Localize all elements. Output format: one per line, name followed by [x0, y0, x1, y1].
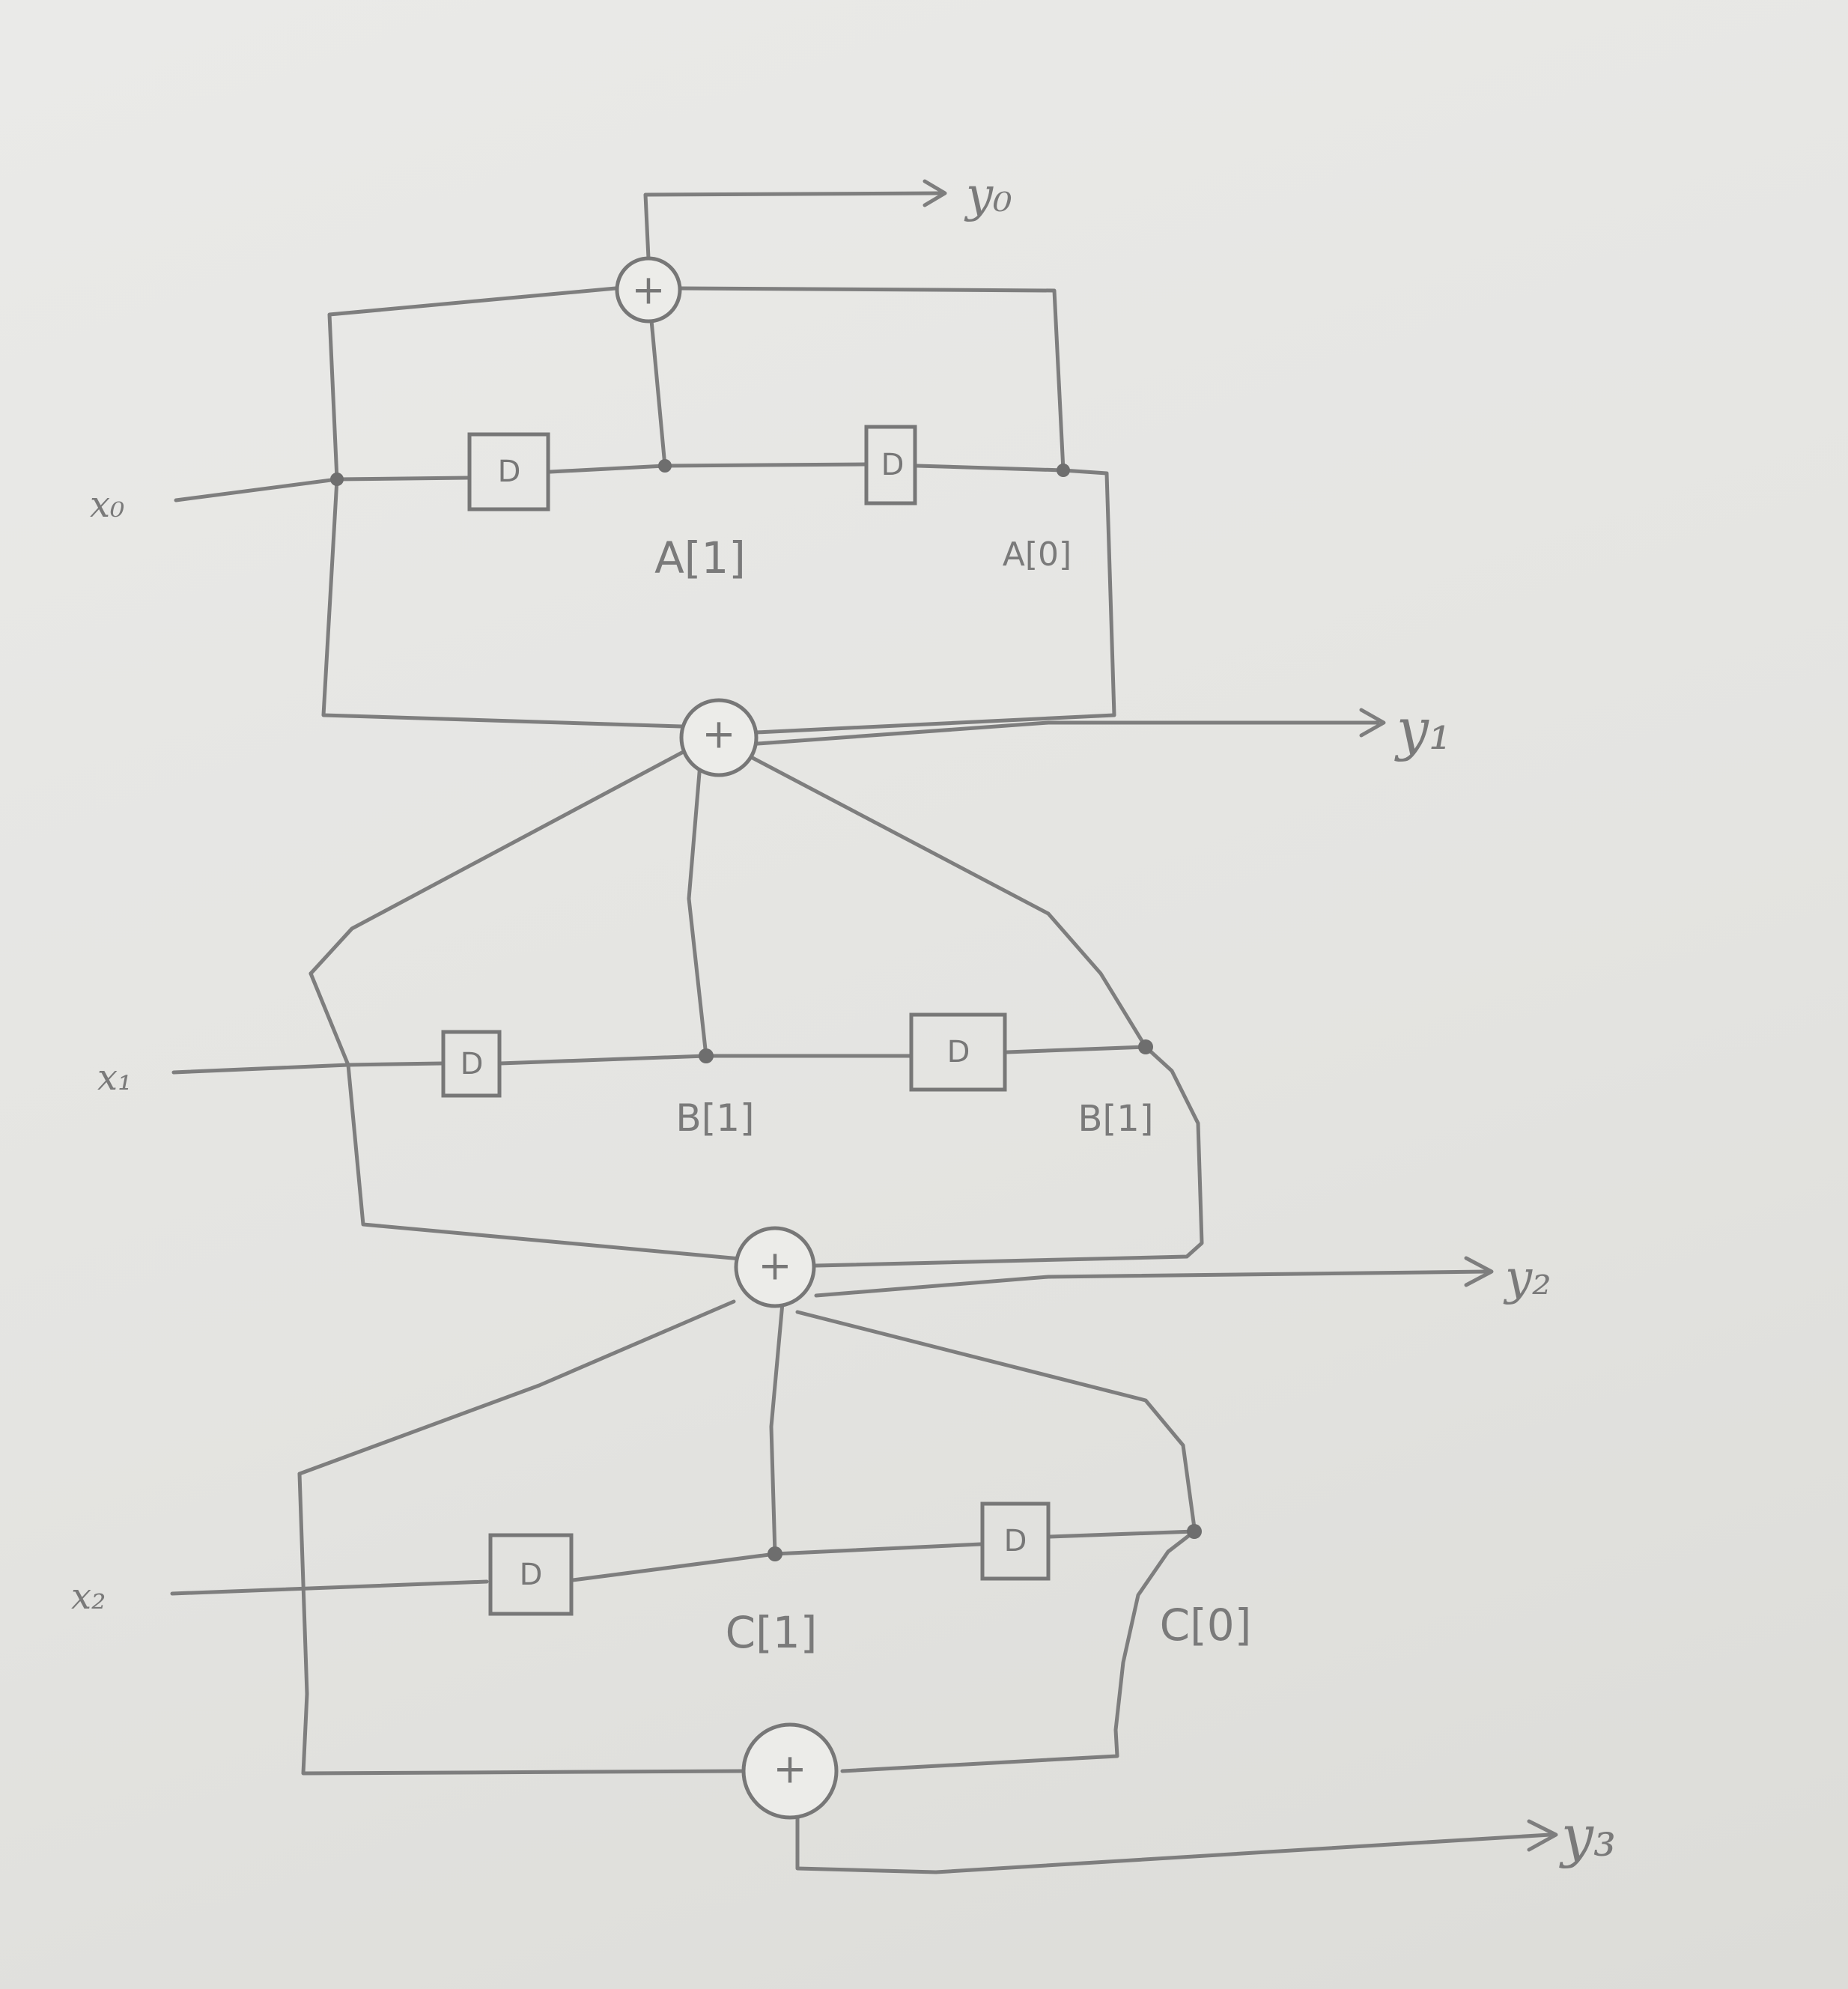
stage-b: [171, 698, 1386, 1268]
node-label-a1: A[1]: [654, 532, 746, 583]
wire-a0-up: [679, 286, 1066, 473]
delay-register-b2: [909, 1012, 1007, 1092]
wire-c0-to-adder4: [840, 1529, 1197, 1773]
stage-a: [174, 179, 1116, 735]
delay-register-b1: [441, 1030, 502, 1098]
node-label-b0: B[1]: [1078, 1098, 1154, 1140]
delay-label-c2: D: [1004, 1524, 1027, 1558]
y2-arrow: [1464, 1256, 1494, 1287]
output-label-y2: y₂: [1503, 1251, 1551, 1306]
delay-register-c1: [488, 1533, 574, 1616]
input-label-x0: x₀: [90, 484, 124, 526]
adder-sign-y0: +: [631, 267, 665, 314]
y0-arrow: [923, 179, 947, 207]
delay-label-c1: D: [520, 1558, 543, 1592]
wire-y0-out: [643, 191, 942, 261]
wire-adder3-mid: [769, 1301, 785, 1556]
labels: D D D D D D + + + + A[1] A[0] B[1] B[1] …: [71, 168, 1616, 1869]
output-label-y3: y₃: [1559, 1803, 1616, 1869]
wire-a-left-bus: [327, 286, 618, 482]
junction-b1: [699, 1048, 714, 1063]
junction-x0: [330, 473, 344, 486]
delay-label-a1: D: [498, 455, 521, 489]
wire-adder2-right: [750, 756, 1148, 1049]
wire-a0-to-adder2: [754, 471, 1116, 735]
wire-c-d2-to-c0: [1048, 1529, 1197, 1539]
wire-y3-out: [795, 1810, 1552, 1874]
junction-a0: [1057, 464, 1070, 477]
delay-register-a2: [864, 425, 917, 505]
adder-y1: [679, 698, 759, 777]
adder-sign-y3: +: [773, 1746, 806, 1793]
input-label-x2: x₂: [71, 1576, 106, 1618]
wire-y2-out: [814, 1269, 1489, 1298]
y3-arrow: [1527, 1819, 1558, 1852]
node-label-a0: A[0]: [1003, 535, 1072, 574]
adder-y3: [741, 1722, 839, 1820]
output-label-y1: y₁: [1394, 696, 1451, 762]
delay-register-c2: [980, 1501, 1051, 1581]
wire-adder2-left: [308, 747, 691, 976]
node-label-b1: B[1]: [675, 1096, 754, 1140]
wire-x2-in: [170, 1579, 489, 1596]
wire-a1-up: [649, 318, 667, 468]
delay-label-b2: D: [947, 1035, 970, 1069]
stage-c: [170, 1226, 1558, 1874]
wire-b-left-bus: [308, 971, 751, 1262]
node-label-c1: C[1]: [726, 1607, 818, 1658]
wire-a-bottom-loop: [321, 477, 684, 729]
wire-y1-out: [756, 720, 1380, 746]
wire-c-left-bus: [297, 1472, 744, 1776]
input-label-x1: x₁: [97, 1057, 132, 1099]
adder-sign-y2: +: [758, 1242, 791, 1290]
junction-c1: [768, 1546, 782, 1561]
delay-label-a2: D: [881, 448, 905, 482]
junction-c0: [1187, 1524, 1202, 1539]
output-label-y0: y₀: [964, 168, 1012, 223]
delay-register-a1: [467, 432, 550, 511]
node-label-c0: C[0]: [1160, 1600, 1252, 1651]
delay-label-b1: D: [461, 1047, 484, 1081]
wire-adder3-right: [795, 1310, 1197, 1530]
wire-adder3-left: [297, 1299, 736, 1476]
adder-y2: [734, 1226, 816, 1308]
wire-b-d2-to-b0: [1005, 1045, 1148, 1054]
adder-sign-y1: +: [702, 711, 735, 758]
wire-x0-in: [174, 476, 470, 502]
wire-a-d2-to-a0: [915, 464, 1109, 476]
wire-adder2-mid: [687, 762, 708, 1058]
wire-a-d1-to-a1: [548, 462, 867, 474]
adder-y0: [615, 256, 682, 324]
junction-b0: [1138, 1039, 1153, 1054]
junction-a1: [658, 459, 672, 473]
wire-b0-to-adder3: [814, 1045, 1204, 1268]
y1-arrow: [1359, 708, 1386, 738]
wire-x1-in: [171, 1061, 444, 1075]
